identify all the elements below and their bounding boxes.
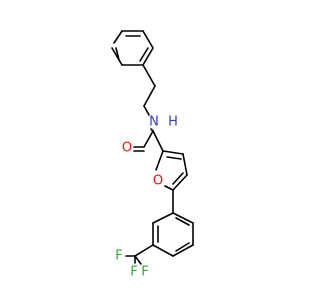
bond <box>111 47 123 66</box>
bond <box>172 244 194 257</box>
bond <box>175 217 190 226</box>
nitrogen-label: N <box>149 115 159 130</box>
bond <box>152 130 164 152</box>
bond <box>142 30 154 49</box>
bond <box>152 244 174 257</box>
bond <box>152 212 174 224</box>
bond <box>172 212 194 224</box>
structure-canvas: N H O O F F F <box>111 30 194 280</box>
atom-labels: N H O O F F F <box>115 115 178 280</box>
bond <box>155 150 164 171</box>
bond <box>143 85 156 107</box>
bond <box>166 156 182 160</box>
bond <box>134 244 154 257</box>
bond <box>115 47 120 61</box>
fluorine-label: F <box>115 249 122 264</box>
bond <box>143 105 150 116</box>
bond <box>142 64 156 87</box>
carbonyl-oxygen-label: O <box>122 141 132 156</box>
hydrogen-label: H <box>168 115 178 130</box>
fluorine-label: F <box>130 265 137 280</box>
bond <box>143 130 154 148</box>
furan-oxygen-label: O <box>153 174 163 189</box>
bond <box>182 153 188 176</box>
bond <box>172 172 184 185</box>
bond <box>142 47 154 66</box>
bond <box>162 150 184 155</box>
molecule-drawing: N H O O F F F <box>111 30 194 280</box>
bond <box>113 30 123 44</box>
bond <box>172 174 188 191</box>
bonds <box>111 30 194 265</box>
fluorine-label: F <box>141 265 148 280</box>
bond <box>134 255 142 265</box>
bond <box>175 242 190 252</box>
bond <box>139 47 149 62</box>
bond <box>164 185 174 191</box>
